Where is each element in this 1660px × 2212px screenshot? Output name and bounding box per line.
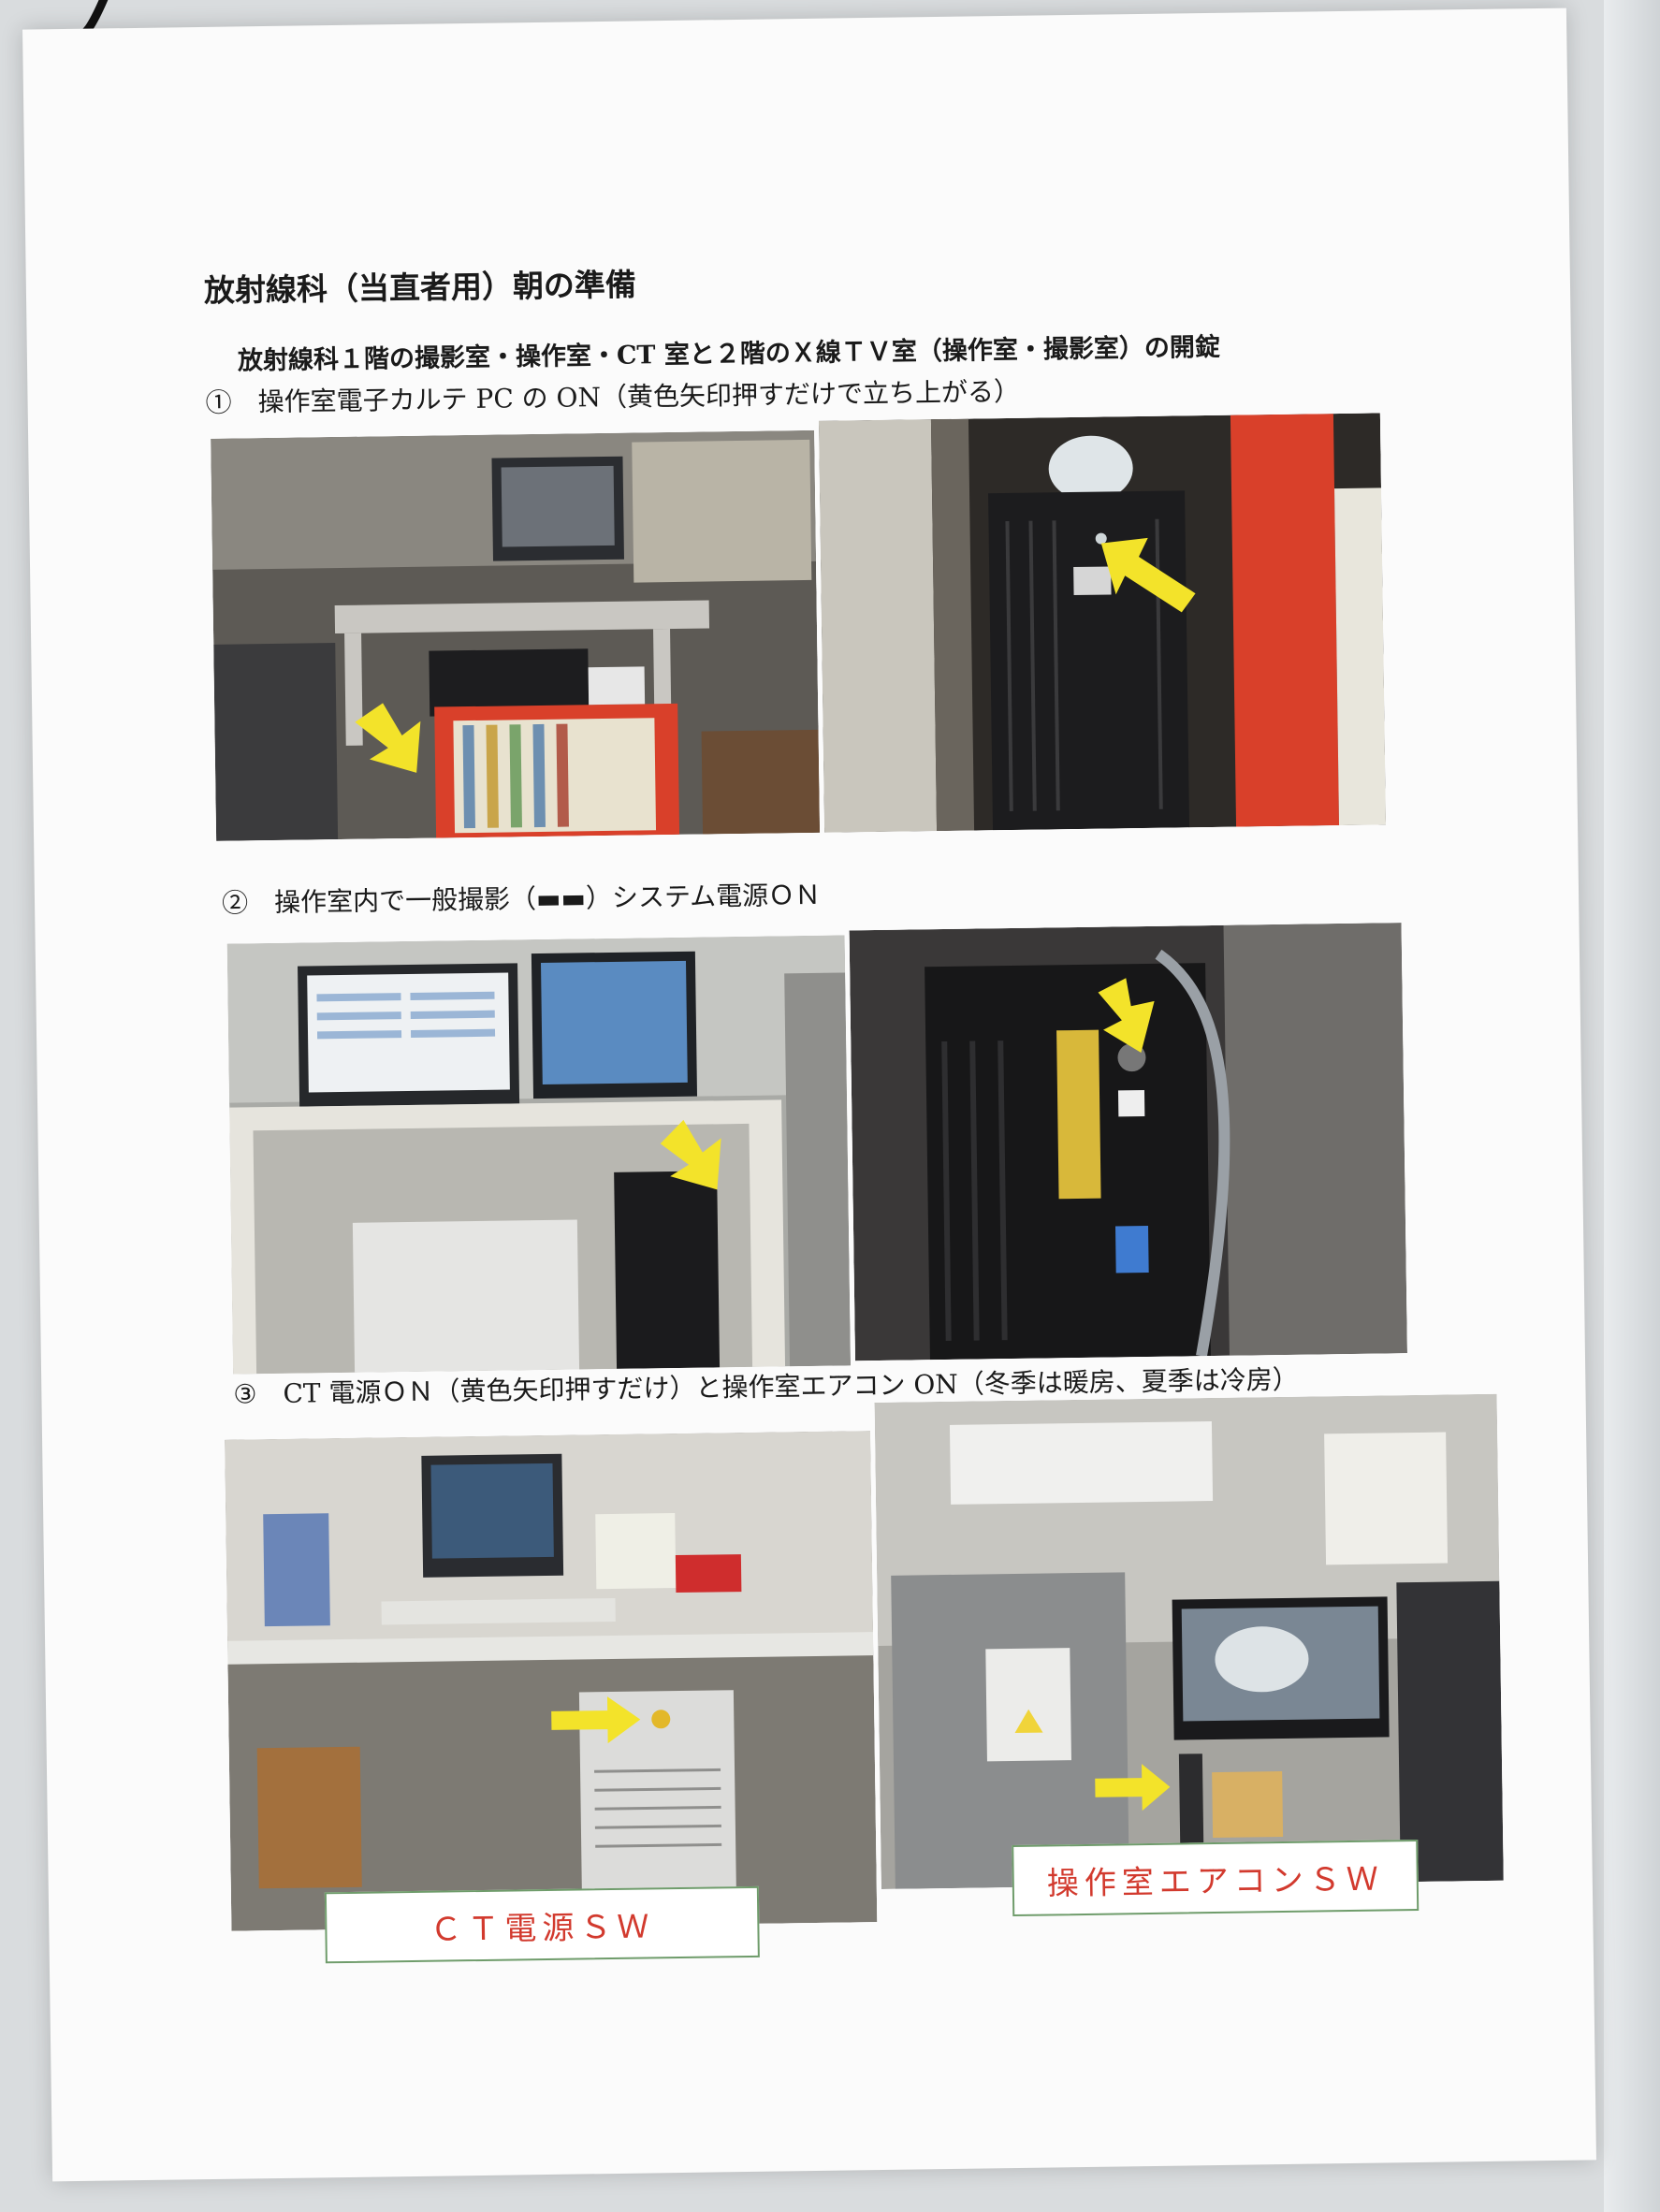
document-page: 放射線科（当直者用）朝の準備 放射線科１階の撮影室・操作室・CT 室と２階のＸ線… [22,7,1596,2182]
aircon-switch-label: 操作室エアコンＳＷ [1012,1839,1420,1917]
photo-aircon-panel [874,1393,1504,1890]
photo-pc-tower [818,413,1387,833]
page-title: 放射線科（当直者用）朝の準備 [203,266,637,309]
step-2-heading: ② 操作室内で一般撮影（▬▬）システム電源ＯＮ [221,879,822,919]
arrow-icon [551,1696,641,1744]
step-1-heading: ① 操作室電子カルテ PC の ON（黄色矢印押すだけで立ち上がる） [205,375,1021,418]
intro-line: 放射線科１階の撮影室・操作室・CT 室と２階のＸ線ＴＶ室（操作室・撮影室）の開錠 [237,332,1221,376]
photo-radiography-station [226,935,852,1375]
plastic-sleeve-edge [1604,0,1660,2212]
arrow-icon [1098,978,1155,1054]
arrow-icon [660,1119,721,1190]
arrow-icon [355,703,421,773]
photo-pc-desk [211,429,821,841]
photo-system-pc-closeup [849,923,1407,1361]
photo-ct-console [225,1431,878,1931]
ct-power-switch-label: ＣＴ電源ＳＷ [324,1885,760,1964]
arrow-icon [1100,537,1196,613]
arrow-icon [1095,1764,1171,1812]
